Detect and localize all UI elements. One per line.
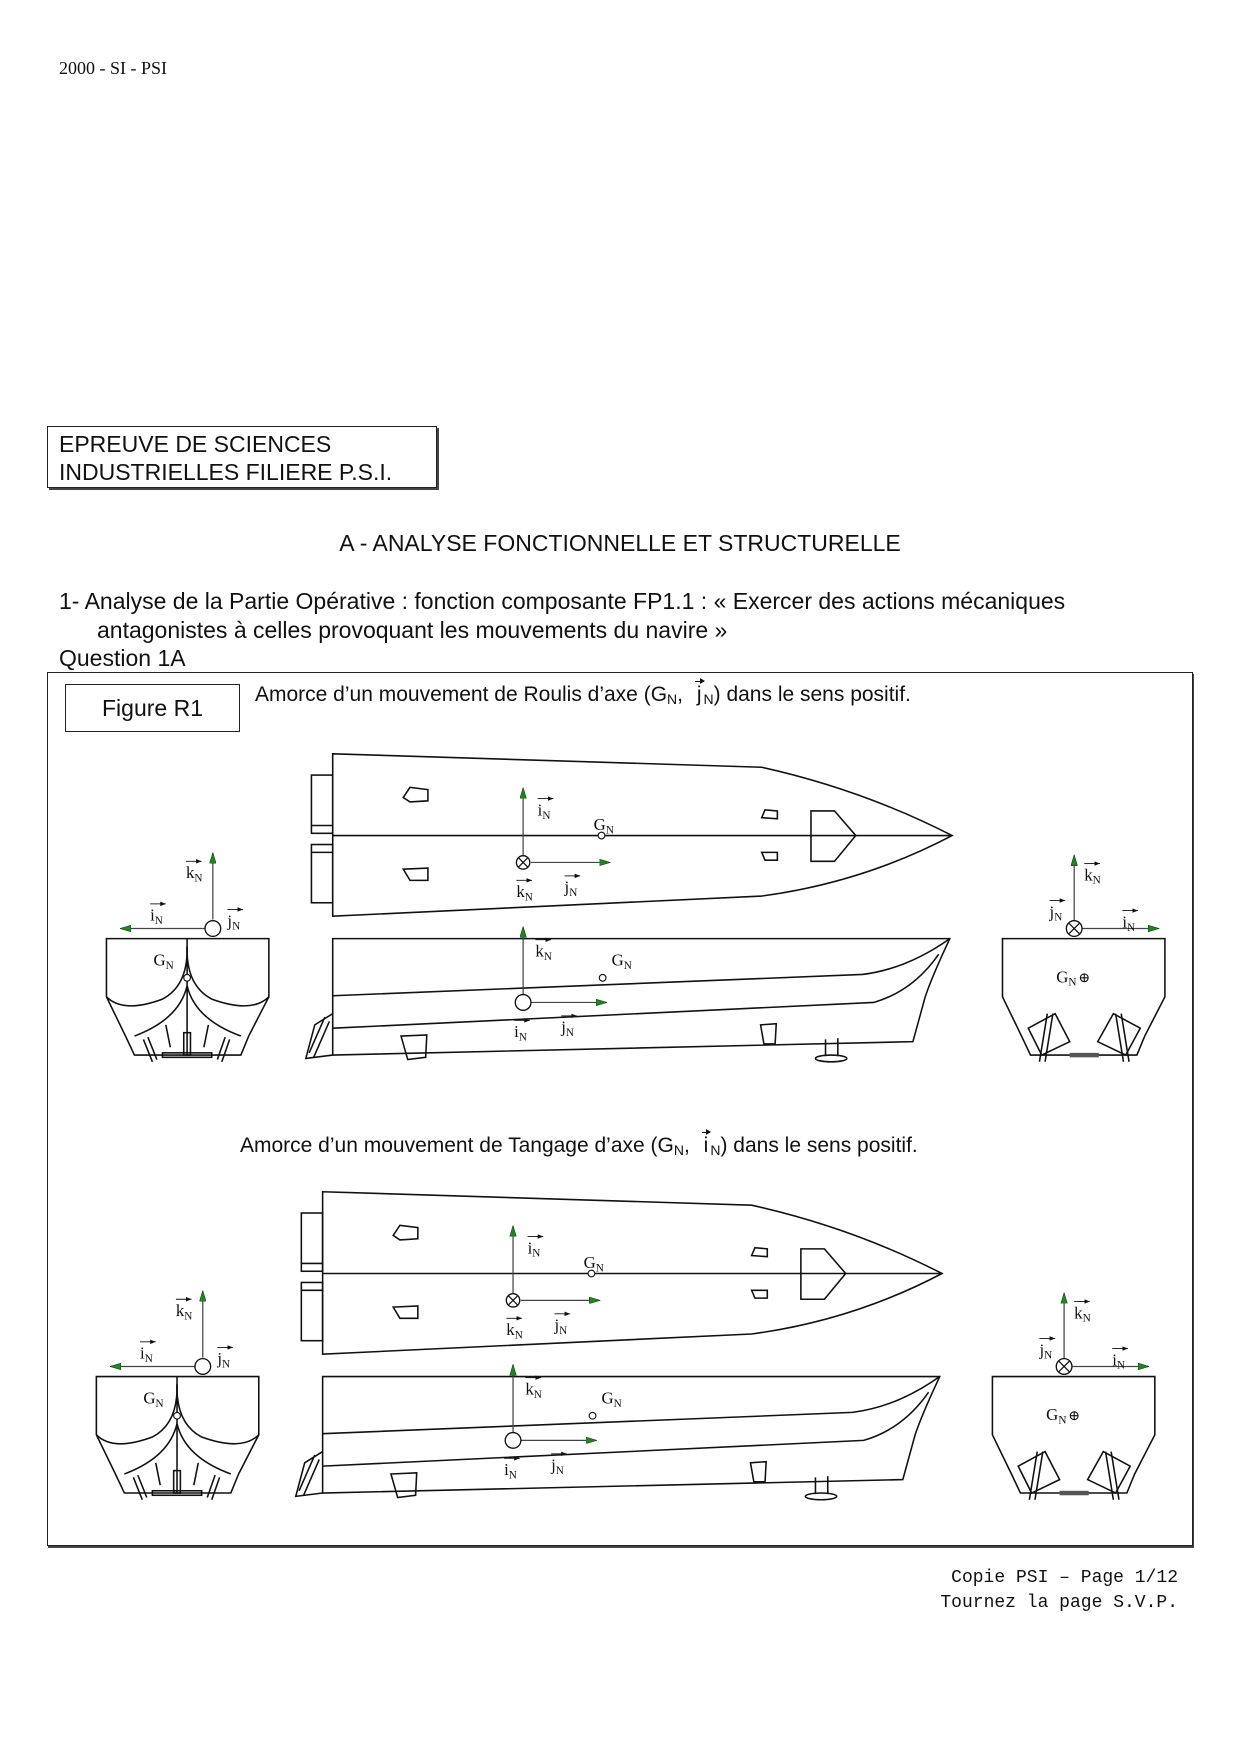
exam-title-line2: INDUSTRIELLES FILIERE P.S.I. (59, 459, 393, 485)
caption-text: Amorce d’un mouvement de Roulis d’axe (G (255, 683, 668, 706)
caption-text-end: ) dans le sens positif. (713, 683, 911, 706)
label-jN: jN (226, 911, 240, 932)
label-kN: kN (535, 942, 552, 963)
document-reference: 2000 - SI - PSI (59, 58, 168, 78)
caption-sep: , (677, 683, 689, 706)
label-jN: jN (564, 878, 578, 899)
page-number: Copie PSI – Page 1/12 (951, 1568, 1178, 1588)
turn-page-note: Tournez la page S.V.P. (940, 1593, 1178, 1613)
label-kN: kN (186, 863, 202, 884)
section-title-text: A - ANALYSE FONCTIONNELLE ET STRUCTURELL… (339, 530, 901, 556)
label-GN: GN (612, 950, 632, 971)
label-GN: GN (1056, 967, 1076, 988)
caption-vsub: N (710, 1142, 721, 1158)
label-iN: iN (1122, 912, 1135, 933)
caption-vsub: N (703, 691, 714, 707)
label-kN: kN (1084, 865, 1101, 886)
front-view (1001, 856, 1166, 1062)
question-label: Question 1A (59, 645, 186, 671)
exam-title-line1: EPREUVE DE SCIENCES (59, 431, 332, 457)
label-iN: iN (150, 906, 163, 927)
label-iN: iN (514, 1022, 527, 1043)
caption-tangage: Amorce d’un mouvement de Tangage d’axe (… (240, 1129, 918, 1158)
figure-label: Figure R1 (65, 684, 240, 732)
vector-i: i (701, 1129, 711, 1157)
label-kN: kN (516, 882, 533, 903)
item-line-2: antagonistes à celles provoquant les mou… (97, 617, 728, 643)
caption-sub: N (673, 1142, 684, 1158)
caption-text-end: ) dans le sens positif. (720, 1134, 918, 1157)
vector-labels: iN GN kN jN kN GN iN jN kN iN jN GN kN jN iN GN (150, 796, 1139, 1044)
caption-text: Amorce d’un mouvement de Tangage d’axe (… (240, 1134, 674, 1157)
exam-title-box: EPREUVE DE SCIENCES INDUSTRIELLES FILIER… (47, 426, 437, 488)
caption-sep: , (684, 1134, 696, 1157)
plan-view (310, 752, 954, 918)
label-jN: jN (560, 1018, 574, 1039)
vector-j: j (694, 678, 704, 706)
label-iN: iN (538, 800, 551, 821)
boat-views-tangage (96, 1192, 1154, 1500)
boat-views-roulis: iN GN kN jN kN GN iN jN kN iN jN GN kN jN iN GN (105, 752, 1166, 1063)
section-title: A - ANALYSE FONCTIONNELLE ET STRUCTURELL… (0, 530, 1240, 557)
label-jN: jN (1049, 902, 1063, 923)
caption-sub: N (667, 691, 678, 707)
label-GN: GN (594, 815, 614, 836)
item-line-1: 1- Analyse de la Partie Opérative : fonc… (59, 588, 1066, 614)
figure-frame (47, 672, 1193, 1546)
rear-view (105, 853, 270, 1063)
caption-roulis: Amorce d’un mouvement de Roulis d’axe (G… (255, 678, 911, 707)
label-GN: GN (153, 950, 173, 971)
side-view (304, 927, 952, 1063)
